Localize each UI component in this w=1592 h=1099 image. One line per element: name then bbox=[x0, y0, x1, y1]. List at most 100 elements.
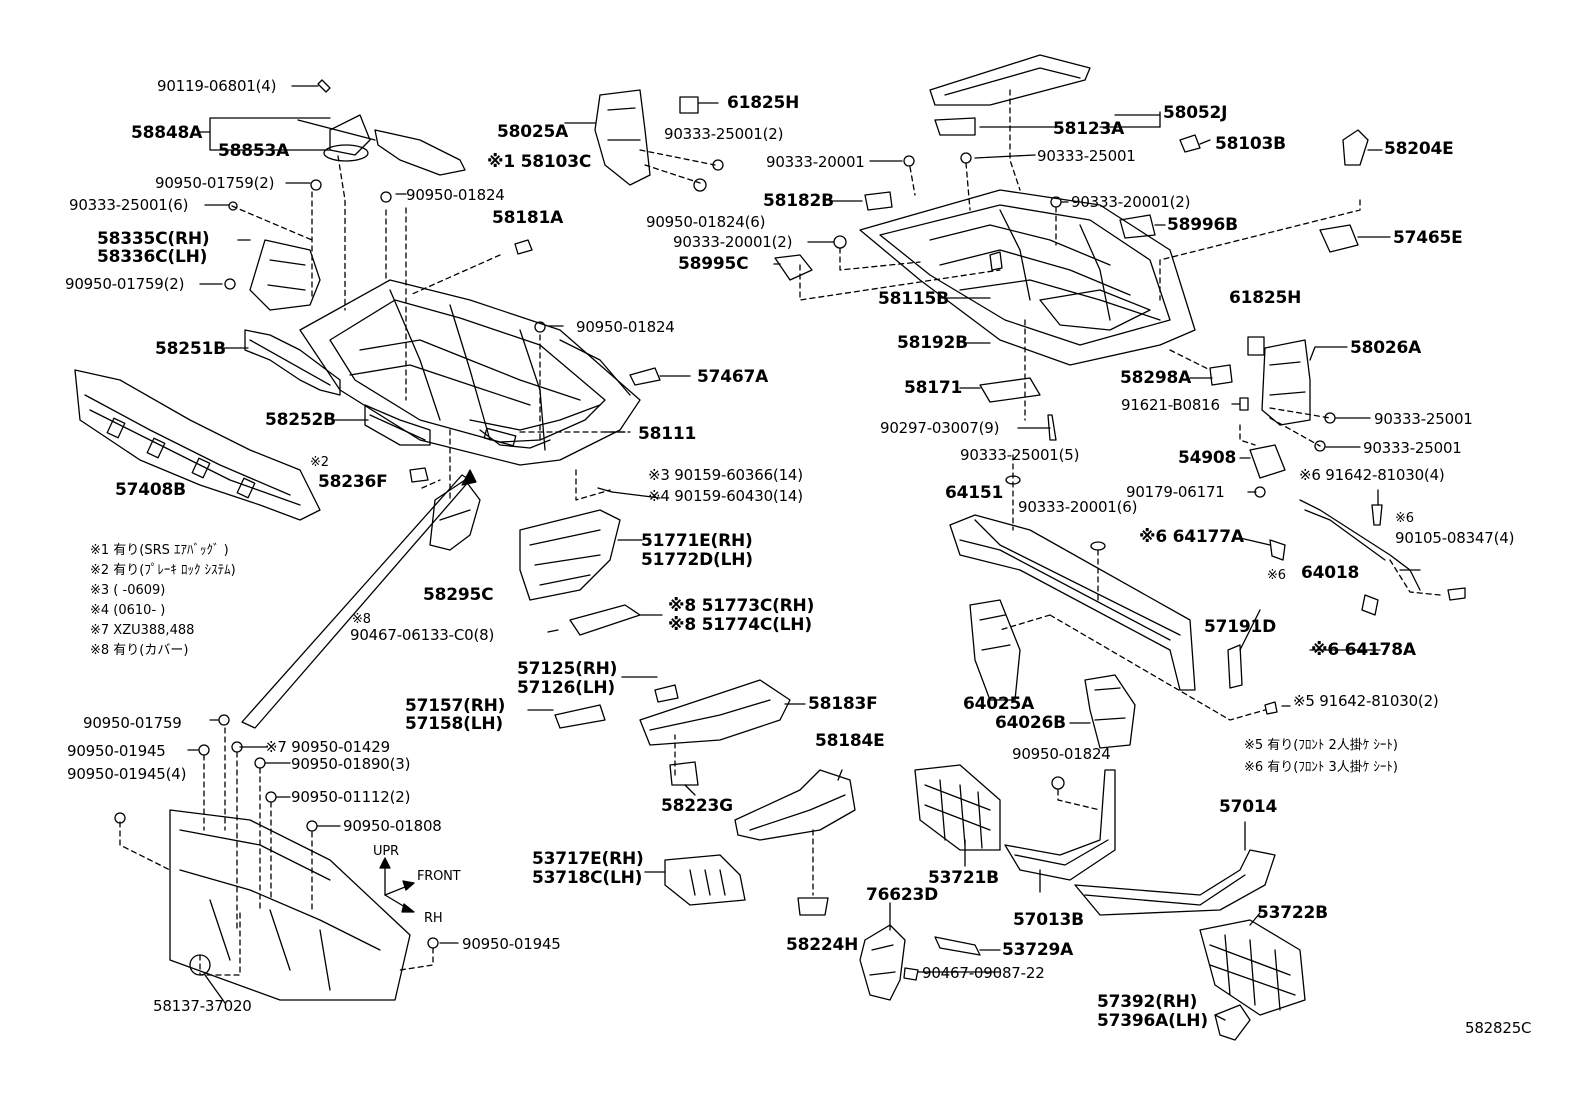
label-90333-20001-6[interactable]: 90333-20001(6) bbox=[1018, 498, 1138, 516]
label-64018[interactable]: 64018 bbox=[1301, 563, 1360, 583]
label-58204E[interactable]: 58204E bbox=[1384, 139, 1454, 159]
legend-note-1: ※1 有り(SRS ｴｱﾊﾞｯｸﾞ ) bbox=[90, 543, 229, 558]
label-57126[interactable]: 57126(LH) bbox=[517, 678, 615, 698]
label-90950-01759-2b[interactable]: 90950-01759(2) bbox=[65, 275, 185, 293]
label-64025A[interactable]: 64025A bbox=[963, 694, 1035, 714]
label-54908[interactable]: 54908 bbox=[1178, 448, 1237, 468]
label-90950-01945-b[interactable]: 90950-01945 bbox=[462, 935, 561, 953]
label-58115B[interactable]: 58115B bbox=[878, 289, 949, 309]
label-58192B[interactable]: 58192B bbox=[897, 333, 968, 353]
label-90950-01759[interactable]: 90950-01759 bbox=[83, 714, 182, 732]
label-57396A[interactable]: 57396A(LH) bbox=[1097, 1011, 1208, 1031]
label-90333-25001-c[interactable]: 90333-25001 bbox=[1363, 439, 1462, 457]
label-note-6b: ※6 bbox=[1267, 568, 1286, 583]
label-90333-25001-b[interactable]: 90333-25001 bbox=[1374, 410, 1473, 428]
label-57465E[interactable]: 57465E bbox=[1393, 228, 1463, 248]
label-58182B[interactable]: 58182B bbox=[763, 191, 834, 211]
label-58223G[interactable]: 58223G bbox=[661, 796, 733, 816]
label-51772D[interactable]: 51772D(LH) bbox=[641, 550, 753, 570]
label-90950-01945[interactable]: 90950-01945 bbox=[67, 742, 166, 760]
label-57191D[interactable]: 57191D bbox=[1204, 617, 1277, 637]
label-90333-20001[interactable]: 90333-20001 bbox=[766, 153, 865, 171]
label-91621-B0816[interactable]: 91621-B0816 bbox=[1121, 396, 1220, 414]
label-58298A[interactable]: 58298A bbox=[1120, 368, 1192, 388]
label-51771E[interactable]: 51771E(RH) bbox=[641, 531, 753, 551]
label-57158[interactable]: 57158(LH) bbox=[405, 714, 503, 734]
label-90159-60430[interactable]: ※4 90159-60430(14) bbox=[648, 487, 803, 505]
label-58184E[interactable]: 58184E bbox=[815, 731, 885, 751]
label-58336C[interactable]: 58336C(LH) bbox=[97, 247, 208, 267]
label-90333-25001-2[interactable]: 90333-25001(2) bbox=[664, 125, 784, 143]
label-90467-06133[interactable]: 90467-06133-C0(8) bbox=[350, 626, 495, 644]
label-90333-25001-a[interactable]: 90333-25001 bbox=[1037, 147, 1136, 165]
label-90333-20001-2b[interactable]: 90333-20001(2) bbox=[673, 233, 793, 251]
label-58996B[interactable]: 58996B bbox=[1167, 215, 1238, 235]
label-58848A[interactable]: 58848A bbox=[131, 123, 203, 143]
label-58183F[interactable]: 58183F bbox=[808, 694, 878, 714]
label-90333-25001-5[interactable]: 90333-25001(5) bbox=[960, 446, 1080, 464]
label-58252B[interactable]: 58252B bbox=[265, 410, 336, 430]
label-90950-01824-c[interactable]: 90950-01824 bbox=[1012, 745, 1111, 763]
label-91642-81030-4[interactable]: ※6 91642-81030(4) bbox=[1299, 466, 1445, 484]
label-90950-01824-a[interactable]: 90950-01824 bbox=[406, 186, 505, 204]
callout-arrow bbox=[241, 469, 477, 729]
label-57392[interactable]: 57392(RH) bbox=[1097, 992, 1198, 1012]
label-58171[interactable]: 58171 bbox=[904, 378, 963, 398]
label-90950-01824-b[interactable]: 90950-01824 bbox=[576, 318, 675, 336]
label-90950-01112[interactable]: 90950-01112(2) bbox=[291, 788, 411, 806]
label-58103C[interactable]: ※1 58103C bbox=[487, 152, 592, 172]
label-90950-01808[interactable]: 90950-01808 bbox=[343, 817, 442, 835]
label-64026B[interactable]: 64026B bbox=[995, 713, 1066, 733]
label-note-6a: ※6 bbox=[1395, 511, 1414, 526]
label-58995C[interactable]: 58995C bbox=[678, 254, 749, 274]
label-58052J[interactable]: 58052J bbox=[1163, 103, 1228, 123]
label-91642-81030-2[interactable]: ※5 91642-81030(2) bbox=[1293, 692, 1439, 710]
label-90297-03007[interactable]: 90297-03007(9) bbox=[880, 419, 1000, 437]
label-51773C[interactable]: ※8 51773C(RH) bbox=[668, 596, 815, 616]
label-90105-08347[interactable]: 90105-08347(4) bbox=[1395, 529, 1515, 547]
label-57125[interactable]: 57125(RH) bbox=[517, 659, 618, 679]
label-64177A[interactable]: ※6 64177A bbox=[1139, 527, 1244, 547]
label-57467A[interactable]: 57467A bbox=[697, 367, 769, 387]
label-58103B[interactable]: 58103B bbox=[1215, 134, 1286, 154]
label-53722B[interactable]: 53722B bbox=[1257, 903, 1328, 923]
label-58853A[interactable]: 58853A bbox=[218, 141, 290, 161]
label-57157[interactable]: 57157(RH) bbox=[405, 696, 506, 716]
label-57408B[interactable]: 57408B bbox=[115, 480, 186, 500]
label-90333-20001-2a[interactable]: 90333-20001(2) bbox=[1071, 193, 1191, 211]
label-58137-37020[interactable]: 58137-37020 bbox=[153, 997, 252, 1015]
label-58123A[interactable]: 58123A bbox=[1053, 119, 1125, 139]
label-90950-01890[interactable]: 90950-01890(3) bbox=[291, 755, 411, 773]
label-90950-01824-6[interactable]: 90950-01824(6) bbox=[646, 213, 766, 231]
label-76623D[interactable]: 76623D bbox=[866, 885, 939, 905]
label-90950-01429[interactable]: ※7 90950-01429 bbox=[265, 738, 390, 756]
label-58335C[interactable]: 58335C(RH) bbox=[97, 229, 210, 249]
label-90950-01945-4[interactable]: 90950-01945(4) bbox=[67, 765, 187, 783]
label-58236F[interactable]: 58236F bbox=[318, 472, 388, 492]
label-58025A[interactable]: 58025A bbox=[497, 122, 569, 142]
label-61825H-b[interactable]: 61825H bbox=[1229, 288, 1302, 308]
label-90179-06171[interactable]: 90179-06171 bbox=[1126, 483, 1225, 501]
label-90119-06801[interactable]: 90119-06801(4) bbox=[157, 77, 277, 95]
label-53718C[interactable]: 53718C(LH) bbox=[532, 868, 643, 888]
label-58026A[interactable]: 58026A bbox=[1350, 338, 1422, 358]
label-90467-09087-22[interactable]: 90467-09087-22 bbox=[922, 964, 1045, 982]
label-57014[interactable]: 57014 bbox=[1219, 797, 1278, 817]
label-90950-01759-2[interactable]: 90950-01759(2) bbox=[155, 174, 275, 192]
label-90159-60366[interactable]: ※3 90159-60366(14) bbox=[648, 466, 803, 484]
label-53729A[interactable]: 53729A bbox=[1002, 940, 1074, 960]
label-58251B[interactable]: 58251B bbox=[155, 339, 226, 359]
label-58224H[interactable]: 58224H bbox=[786, 935, 859, 955]
label-note-2: ※2 bbox=[310, 455, 329, 470]
label-58181A[interactable]: 58181A bbox=[492, 208, 564, 228]
label-58111[interactable]: 58111 bbox=[638, 424, 697, 444]
label-64151[interactable]: 64151 bbox=[945, 483, 1004, 503]
label-53721B[interactable]: 53721B bbox=[928, 868, 999, 888]
label-51774C[interactable]: ※8 51774C(LH) bbox=[668, 615, 812, 635]
label-90333-25001-6[interactable]: 90333-25001(6) bbox=[69, 196, 189, 214]
label-64178A[interactable]: ※6 64178A bbox=[1311, 640, 1416, 660]
label-61825H-a[interactable]: 61825H bbox=[727, 93, 800, 113]
label-53717E[interactable]: 53717E(RH) bbox=[532, 849, 644, 869]
label-57013B[interactable]: 57013B bbox=[1013, 910, 1084, 930]
label-58295C[interactable]: 58295C bbox=[423, 585, 494, 605]
